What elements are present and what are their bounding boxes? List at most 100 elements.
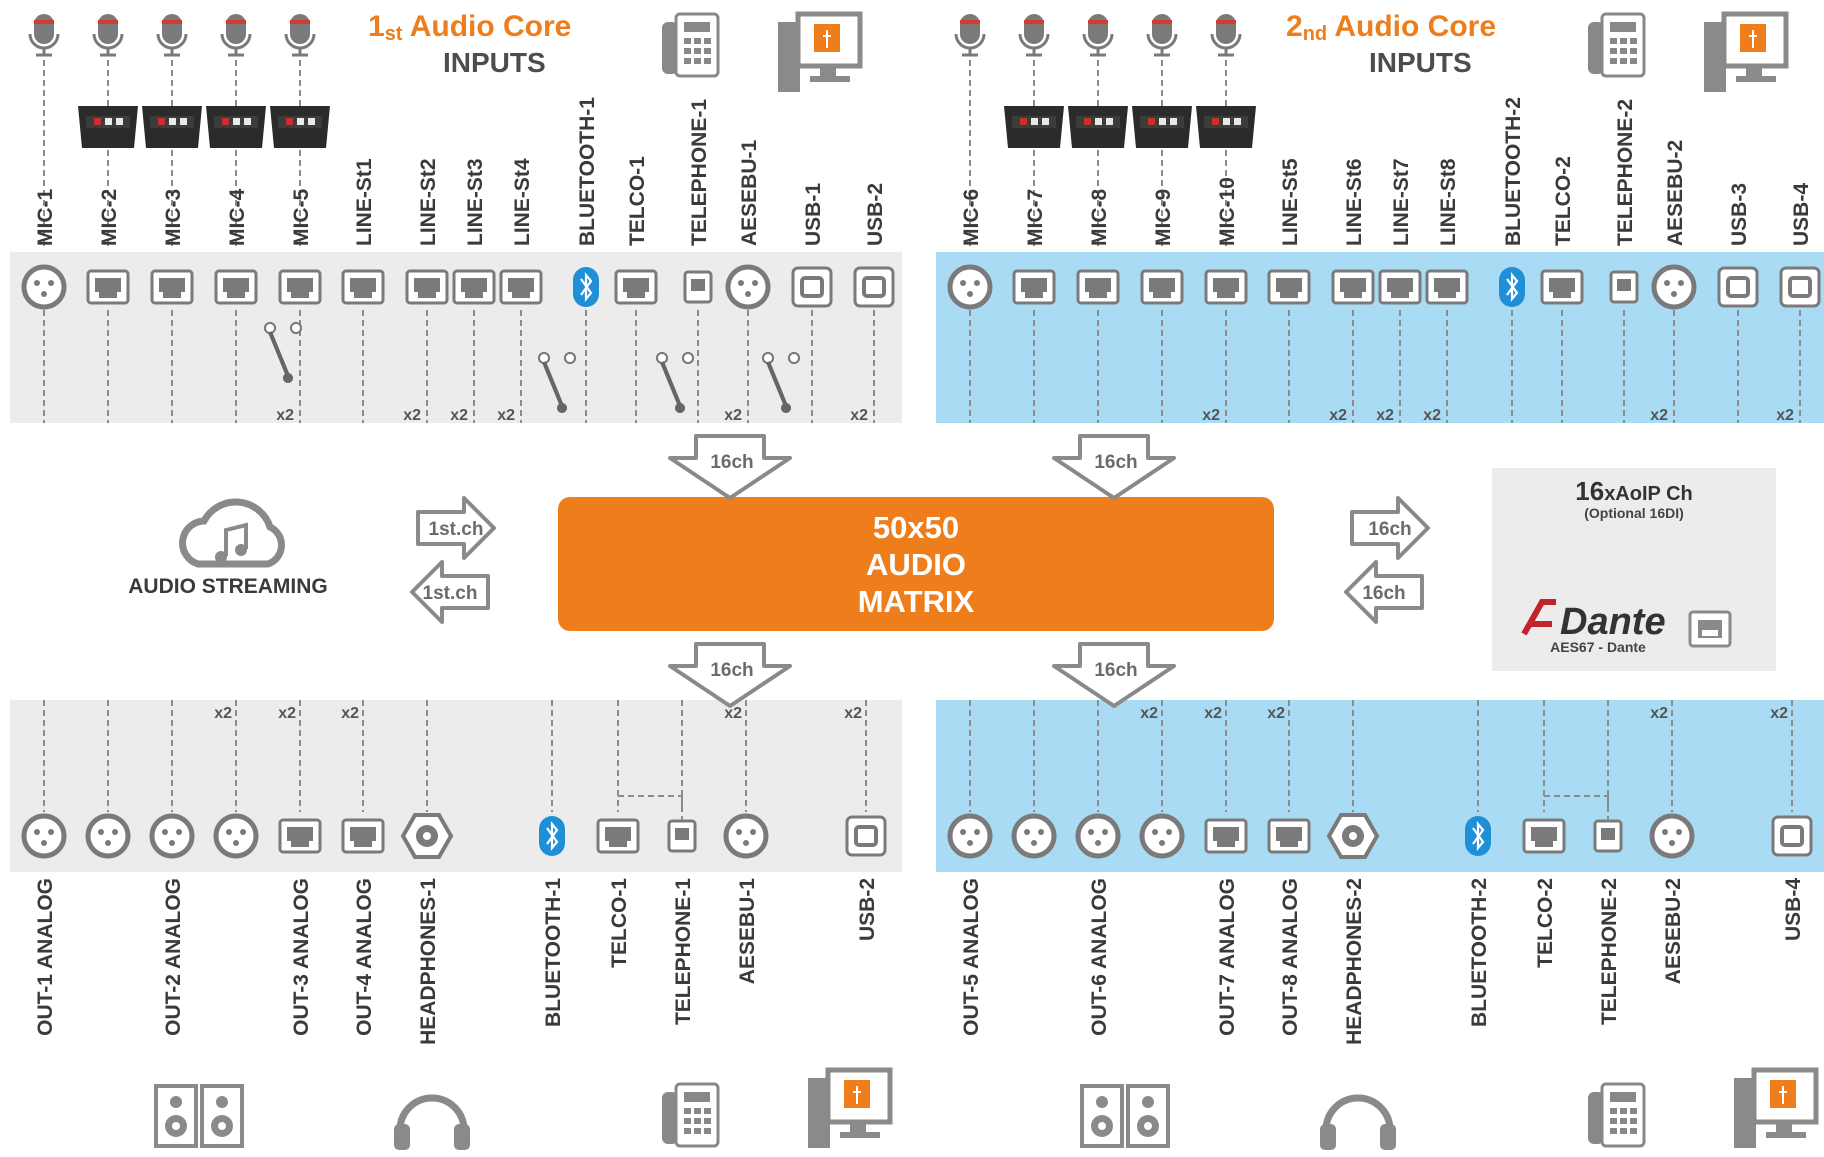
microphone-icon bbox=[156, 14, 188, 57]
microphone-icon bbox=[1210, 14, 1242, 57]
rj11-connector-icon bbox=[1593, 819, 1623, 853]
bt-connector-icon bbox=[539, 816, 565, 856]
output-label: OUT-2 ANALOG bbox=[162, 878, 185, 1036]
aoip-input-arrow-label: 16ch bbox=[1368, 519, 1411, 540]
stagebox-icon bbox=[206, 106, 266, 148]
ethernet-port-icon bbox=[1688, 610, 1732, 648]
xlr-connector-icon bbox=[947, 813, 993, 859]
input-label: MIC-5 bbox=[290, 189, 313, 246]
core2-title-sup: nd bbox=[1303, 23, 1327, 45]
multiplier-label: x2 bbox=[1329, 407, 1347, 424]
multiplier-label: x2 bbox=[1376, 407, 1394, 424]
rj45-connector-icon bbox=[1012, 269, 1056, 305]
input-label: MIC-4 bbox=[226, 189, 249, 246]
core2-input-arrow: 16ch bbox=[1052, 434, 1176, 500]
computer-icon bbox=[808, 1067, 893, 1148]
xlr-connector-icon bbox=[149, 813, 195, 859]
multiplier-label: x2 bbox=[1650, 705, 1668, 722]
microphone-icon bbox=[284, 14, 316, 57]
rj45-connector-icon bbox=[1267, 818, 1311, 854]
stagebox-icon bbox=[1068, 106, 1128, 148]
cloud-music-icon bbox=[179, 498, 285, 568]
multiplier-label: x2 bbox=[214, 705, 232, 722]
core1-input-arrow-label: 16ch bbox=[710, 452, 753, 473]
stagebox-icon bbox=[270, 106, 330, 148]
multiplier-label: x2 bbox=[341, 705, 359, 722]
multiplier-label: x2 bbox=[1140, 705, 1158, 722]
rj45-connector-icon bbox=[1522, 818, 1566, 854]
multiplier-label: x2 bbox=[1423, 407, 1441, 424]
core1-subtitle: INPUTS bbox=[443, 47, 546, 78]
output-label: USB-2 bbox=[856, 878, 879, 941]
multiplier-label: x2 bbox=[1770, 705, 1788, 722]
rj45-connector-icon bbox=[614, 269, 658, 305]
output-label: TELCO-2 bbox=[1534, 878, 1557, 968]
selector-switch-icon bbox=[538, 352, 576, 413]
aoip-title-number: 16 bbox=[1575, 476, 1604, 506]
multiplier-label: x2 bbox=[1267, 705, 1285, 722]
input-label: BLUETOOTH-1 bbox=[576, 97, 599, 246]
usb-connector-icon bbox=[845, 815, 887, 857]
computer-icon bbox=[1734, 1067, 1819, 1148]
output-label: OUT-6 ANALOG bbox=[1088, 878, 1111, 1036]
output-label: TELEPHONE-2 bbox=[1598, 878, 1621, 1025]
core2-output-arrow: 16ch bbox=[1052, 642, 1176, 708]
usb-connector-icon bbox=[1779, 266, 1821, 308]
output-label: OUT-4 ANALOG bbox=[353, 878, 376, 1036]
stream-input-arrow-label: 1st.ch bbox=[429, 519, 484, 540]
microphone-icon bbox=[28, 14, 60, 57]
core1-title-number: 1 bbox=[368, 10, 385, 43]
multiplier-label: x2 bbox=[278, 705, 296, 722]
rj45-connector-icon bbox=[1378, 269, 1422, 305]
usb-connector-icon bbox=[1717, 266, 1759, 308]
xlr-connector-icon bbox=[723, 813, 769, 859]
core1-title-sup: st bbox=[385, 23, 403, 45]
rj45-connector-icon bbox=[341, 269, 385, 305]
aoip-output-arrow: 16ch bbox=[1344, 560, 1424, 624]
rj45-connector-icon bbox=[1140, 269, 1184, 305]
core1-output-panel bbox=[10, 700, 902, 872]
xlr-connector-icon bbox=[1011, 813, 1057, 859]
microphone-icon bbox=[92, 14, 124, 57]
output-label: AESEBU-1 bbox=[736, 878, 759, 985]
input-label: MIC-10 bbox=[1216, 177, 1239, 246]
xlr-connector-icon bbox=[1075, 813, 1121, 859]
multiplier-label: x2 bbox=[1204, 705, 1222, 722]
output-label: HEADPHONES-1 bbox=[417, 878, 440, 1045]
output-label: HEADPHONES-2 bbox=[1343, 878, 1366, 1045]
multiplier-label: x2 bbox=[1650, 407, 1668, 424]
output-label: BLUETOOTH-2 bbox=[1468, 878, 1491, 1027]
microphone-icon bbox=[1146, 14, 1178, 57]
aoip-title-rest: xAoIP Ch bbox=[1604, 483, 1693, 505]
input-label: BLUETOOTH-2 bbox=[1502, 97, 1525, 246]
bt-connector-icon bbox=[1465, 816, 1491, 856]
xlr-connector-icon bbox=[1651, 264, 1697, 310]
core1-output-arrow-label: 16ch bbox=[710, 660, 753, 681]
dante-logo-text: Dante bbox=[1560, 601, 1666, 643]
rj45-connector-icon bbox=[278, 269, 322, 305]
rj11-connector-icon bbox=[667, 819, 697, 853]
headphones-icon bbox=[394, 1094, 470, 1150]
input-label: MIC-1 bbox=[34, 189, 57, 246]
output-label: OUT-5 ANALOG bbox=[960, 878, 983, 1036]
microphone-icon bbox=[954, 14, 986, 57]
xlr-connector-icon bbox=[1139, 813, 1185, 859]
dante-logo-icon bbox=[1521, 599, 1556, 636]
xlr-connector-icon bbox=[725, 264, 771, 310]
rj45-connector-icon bbox=[1204, 818, 1248, 854]
telephone-icon bbox=[1588, 1082, 1646, 1148]
xlr-connector-icon bbox=[85, 813, 131, 859]
output-label: TELEPHONE-1 bbox=[672, 878, 695, 1025]
computer-icon bbox=[1704, 11, 1789, 92]
computer-icon bbox=[778, 11, 863, 92]
stream-input-arrow: 1st.ch bbox=[416, 496, 496, 560]
bt-connector-icon bbox=[1499, 267, 1525, 307]
rj45-connector-icon bbox=[1267, 269, 1311, 305]
output-label: BLUETOOTH-1 bbox=[542, 878, 565, 1027]
multiplier-label: x2 bbox=[276, 407, 294, 424]
output-label: TELCO-1 bbox=[608, 878, 631, 968]
